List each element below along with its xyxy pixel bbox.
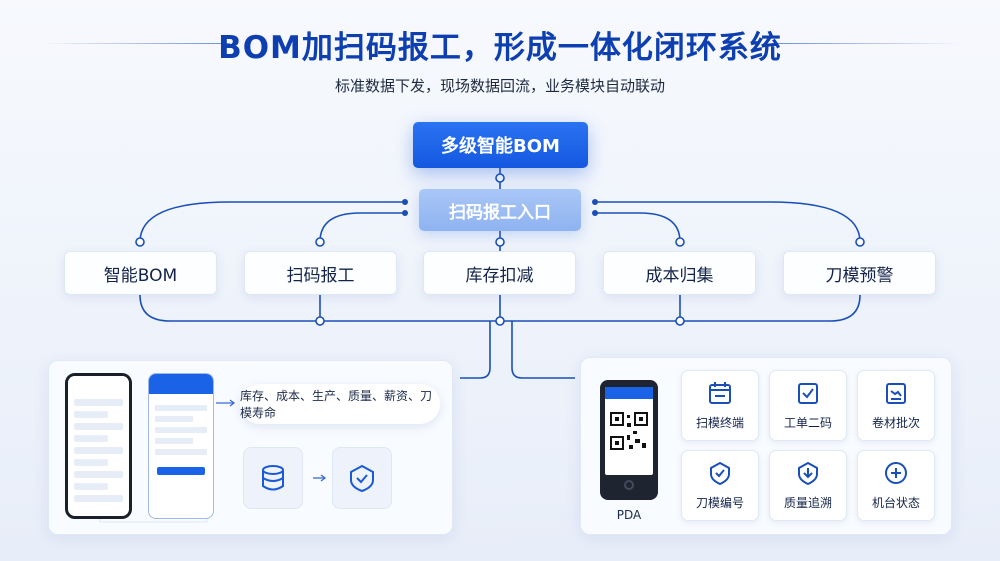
plus-circle-icon xyxy=(885,462,907,484)
feature-coil-batch: 卷材批次 xyxy=(857,370,935,441)
module-die-warning: 刀模预警 xyxy=(783,251,936,295)
feature-label: 工单二码 xyxy=(783,416,832,430)
checklist-icon xyxy=(798,383,818,404)
shield-check-icon xyxy=(710,461,730,486)
page-subtitle: 标准数据下发，现场数据回流，业务模块自动联动 xyxy=(334,77,665,95)
database-card xyxy=(243,447,303,509)
module-inventory-deduction: 库存扣减 xyxy=(423,251,576,295)
calendar-icon xyxy=(709,382,731,404)
download-icon xyxy=(798,461,818,486)
module-smart-bom: 智能BOM xyxy=(64,251,217,295)
feature-quality-trace: 质量追溯 xyxy=(769,450,847,521)
phone-mockup-list xyxy=(65,373,132,519)
feature-die-number: 刀模编号 xyxy=(681,450,759,521)
feature-work-order-code: 工单二码 xyxy=(769,370,847,441)
title-rule-right xyxy=(772,43,962,44)
database-icon xyxy=(262,465,284,491)
qr-code-icon xyxy=(610,412,648,450)
feature-label: 机台状态 xyxy=(871,496,920,510)
module-scan-report: 扫码报工 xyxy=(244,251,397,295)
title-rule-left xyxy=(40,43,230,44)
feature-label: 刀模编号 xyxy=(695,496,744,510)
feature-label: 扫模终端 xyxy=(695,416,744,430)
shield-check-icon xyxy=(350,464,374,493)
page-title: BOM加扫码报工，形成一体化闭环系统 xyxy=(218,30,782,66)
feature-machine-status: 机台状态 xyxy=(857,450,935,521)
feature-scan-terminal: 扫模终端 xyxy=(681,370,759,441)
multi-level-bom-box: 多级智能BOM xyxy=(413,122,588,168)
chart-icon xyxy=(886,383,906,404)
module-cost-collection: 成本归集 xyxy=(603,251,756,295)
pda-label: PDA xyxy=(616,508,642,522)
feature-label: 卷材批次 xyxy=(871,416,920,430)
business-tags: 库存、成本、生产、质量、薪资、刀模寿命 xyxy=(240,384,440,424)
shield-card xyxy=(332,447,392,509)
phone-mockup-form xyxy=(148,373,214,519)
pda-device xyxy=(600,380,658,500)
scan-report-entry-box: 扫码报工入口 xyxy=(419,189,581,231)
feature-label: 质量追溯 xyxy=(783,496,832,510)
